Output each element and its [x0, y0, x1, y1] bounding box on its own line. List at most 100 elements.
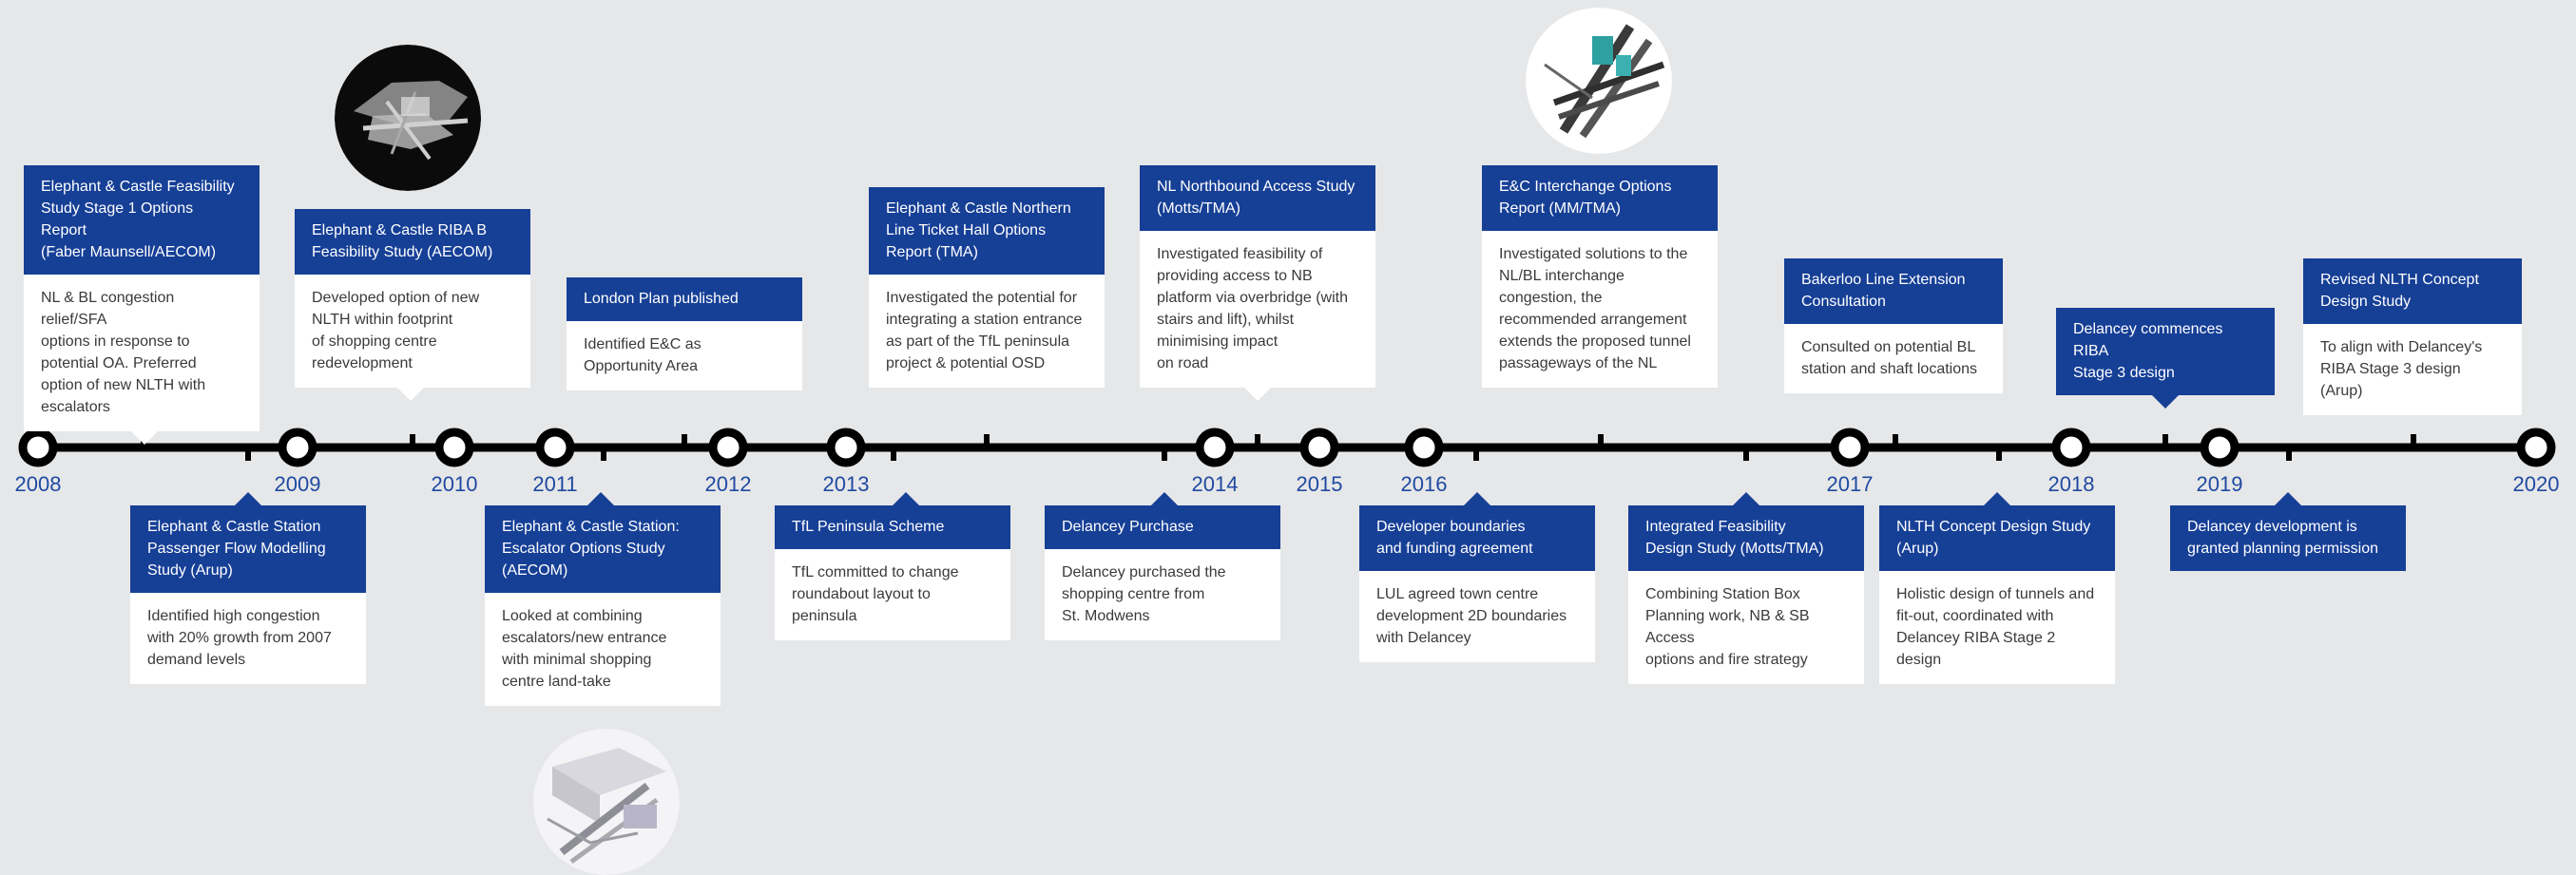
event-card: Elephant & Castle Station Passenger Flow…: [130, 492, 366, 684]
timeline-tick: [245, 450, 251, 461]
card-pointer: [893, 492, 919, 505]
year-label: 2016: [1400, 472, 1448, 496]
timeline-tick: [1598, 434, 1604, 445]
year-marker: [278, 428, 317, 467]
event-description: To align with Delancey's RIBA Stage 3 de…: [2303, 324, 2522, 415]
escalator-model-image: [533, 729, 680, 875]
timeline-tick: [984, 434, 990, 445]
year-marker: [2200, 428, 2240, 467]
event-card: Elephant & Castle Feasibility Study Stag…: [24, 165, 260, 445]
event-card: NLTH Concept Design Study (Arup) Holisti…: [1879, 492, 2115, 684]
year-label: 2013: [822, 472, 870, 496]
event-title: Revised NLTH Concept Design Study: [2303, 258, 2522, 324]
event-card: Integrated Feasibility Design Study (Mot…: [1628, 492, 1864, 684]
year-label: 2010: [431, 472, 478, 496]
year-marker: [434, 428, 474, 467]
year-label: 2011: [532, 472, 578, 496]
year-label: 2014: [1191, 472, 1239, 496]
event-description: Investigated feasibility of providing ac…: [1140, 231, 1375, 388]
event-card: Developer boundaries and funding agreeme…: [1359, 492, 1595, 662]
station-model-image: [335, 45, 481, 191]
year-label: 2020: [2512, 472, 2560, 496]
year-marker: [2516, 428, 2556, 467]
event-description: Consulted on potential BL station and sh…: [1784, 324, 2003, 393]
event-title: Integrated Feasibility Design Study (Mot…: [1628, 505, 1864, 571]
event-title: Delancey development is granted planning…: [2170, 505, 2406, 571]
event-description: LUL agreed town centre development 2D bo…: [1359, 571, 1595, 662]
year-label: 2017: [1826, 472, 1874, 496]
timeline-tick: [1743, 450, 1749, 461]
card-pointer: [2152, 395, 2179, 409]
year-marker: [1404, 428, 1444, 467]
card-pointer: [1151, 492, 1178, 505]
event-card: Revised NLTH Concept Design Study To ali…: [2303, 258, 2522, 415]
year-marker: [708, 428, 748, 467]
year-marker: [826, 428, 866, 467]
event-card: Elephant & Castle Station: Escalator Opt…: [485, 492, 721, 706]
card-pointer: [587, 492, 614, 505]
year-marker: [535, 428, 575, 467]
timeline-tick: [2286, 450, 2292, 461]
timeline-tick: [2411, 434, 2416, 445]
event-title: Elephant & Castle Station: Escalator Opt…: [485, 505, 721, 593]
timeline-tick: [1255, 434, 1260, 445]
year-marker: [2051, 428, 2091, 467]
event-description: Looked at combining escalators/new entra…: [485, 593, 721, 706]
card-pointer: [1733, 492, 1759, 505]
event-title: Elephant & Castle RIBA B Feasibility Stu…: [295, 209, 530, 275]
event-title: Delancey Purchase: [1045, 505, 1280, 549]
event-card: NL Northbound Access Study (Motts/TMA) I…: [1140, 165, 1375, 401]
card-pointer: [2275, 492, 2301, 505]
timeline-tick: [601, 450, 606, 461]
event-card: Bakerloo Line Extension Consultation Con…: [1784, 258, 2003, 393]
event-title: NL Northbound Access Study (Motts/TMA): [1140, 165, 1375, 231]
timeline-tick: [1996, 450, 2002, 461]
event-description: Combining Station Box Planning work, NB …: [1628, 571, 1864, 684]
event-card: Delancey Purchase Delancey purchased the…: [1045, 492, 1280, 640]
timeline-tick: [1893, 434, 1898, 445]
event-title: Elephant & Castle Station Passenger Flow…: [130, 505, 366, 593]
card-pointer: [1464, 492, 1490, 505]
card-pointer: [397, 388, 424, 401]
year-marker: [1299, 428, 1339, 467]
event-description: Delancey purchased the shopping centre f…: [1045, 549, 1280, 640]
event-description: Holistic design of tunnels and fit-out, …: [1879, 571, 2115, 684]
year-marker: [1830, 428, 1870, 467]
year-label: 2012: [704, 472, 752, 496]
year-markers: [18, 428, 2556, 467]
year-marker: [18, 428, 58, 467]
card-pointer: [131, 431, 158, 445]
event-description: Identified E&C as Opportunity Area: [567, 321, 802, 390]
event-card: London Plan published Identified E&C as …: [567, 277, 802, 390]
event-title: London Plan published: [567, 277, 802, 321]
event-description: TfL committed to change roundabout layou…: [775, 549, 1010, 640]
year-marker: [1195, 428, 1235, 467]
event-title: TfL Peninsula Scheme: [775, 505, 1010, 549]
timeline-tick: [682, 434, 687, 445]
event-card: Elephant & Castle Northern Line Ticket H…: [869, 187, 1105, 388]
event-card: TfL Peninsula Scheme TfL committed to ch…: [775, 492, 1010, 640]
year-label: 2015: [1296, 472, 1343, 496]
year-label: 2018: [2047, 472, 2095, 496]
event-title: Elephant & Castle Northern Line Ticket H…: [869, 187, 1105, 275]
event-title: Elephant & Castle Feasibility Study Stag…: [24, 165, 260, 275]
year-label: 2019: [2196, 472, 2243, 496]
event-title: Delancey commences RIBA Stage 3 design: [2056, 308, 2275, 395]
card-pointer: [1244, 388, 1271, 401]
event-card: Delancey commences RIBA Stage 3 design: [2056, 308, 2275, 409]
event-description: NL & BL congestion relief/SFA options in…: [24, 275, 260, 431]
event-description: Developed option of new NLTH within foot…: [295, 275, 530, 388]
year-label: 2008: [14, 472, 62, 496]
timeline-tick: [1162, 450, 1167, 461]
event-description: Investigated solutions to the NL/BL inte…: [1482, 231, 1718, 388]
event-title: E&C Interchange Options Report (MM/TMA): [1482, 165, 1718, 231]
event-description: Identified high congestion with 20% grow…: [130, 593, 366, 684]
card-pointer: [235, 492, 261, 505]
event-title: Bakerloo Line Extension Consultation: [1784, 258, 2003, 324]
interchange-model-image: [1526, 8, 1672, 154]
event-title: NLTH Concept Design Study (Arup): [1879, 505, 2115, 571]
year-label: 2009: [274, 472, 321, 496]
event-card: Elephant & Castle RIBA B Feasibility Stu…: [295, 209, 530, 401]
